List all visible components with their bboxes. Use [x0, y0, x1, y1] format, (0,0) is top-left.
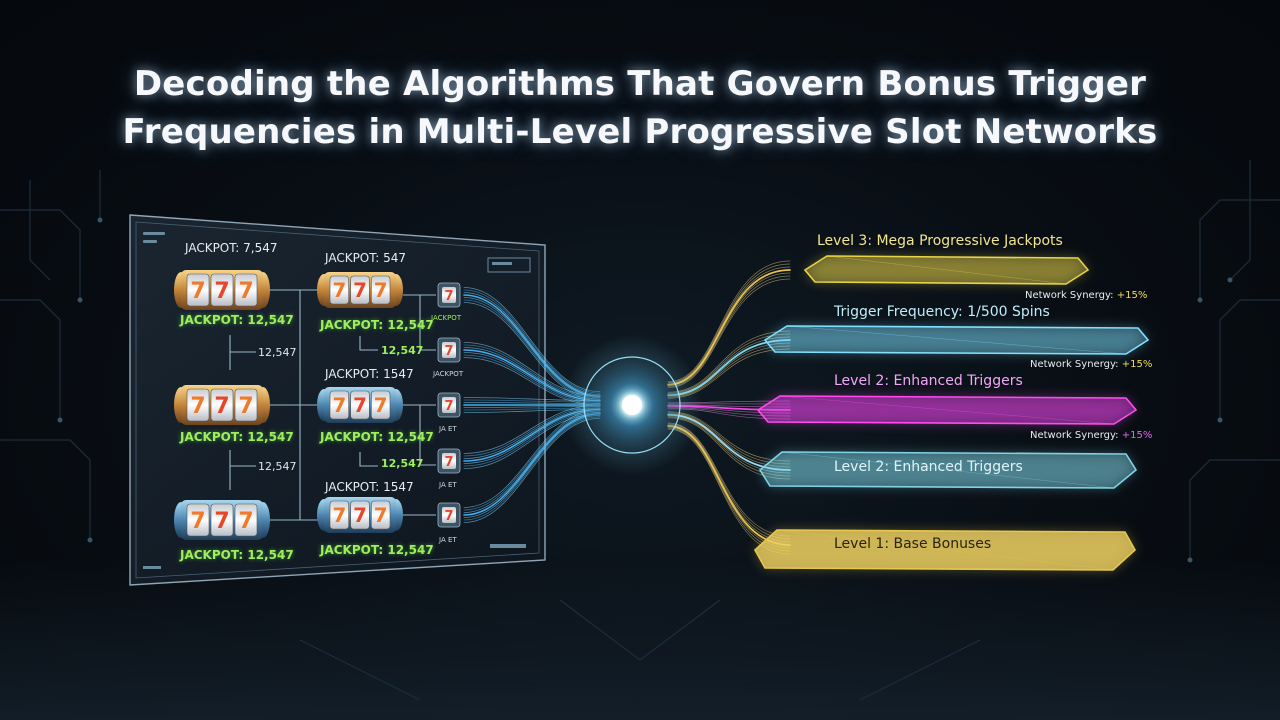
- trigger-frequency-label: Trigger Frequency: 1/500 Spins: [834, 304, 1050, 320]
- svg-text:7: 7: [444, 455, 453, 470]
- level-1-label: Level 1: Base Bonuses: [834, 536, 992, 552]
- svg-text:7: 7: [374, 394, 388, 417]
- svg-text:7: 7: [190, 509, 205, 534]
- connector-value-1: 12,547: [258, 346, 297, 359]
- level-2b-label: Level 2: Enhanced Triggers: [834, 459, 1023, 475]
- col2-row1-bottom-label: JACKPOT: 12,547: [320, 318, 434, 332]
- col3-label-4: JA ET: [439, 481, 457, 489]
- col2-row2-bottom-label: JACKPOT: 12,547: [320, 430, 434, 444]
- level-plate-5: [753, 529, 1137, 571]
- svg-text:7: 7: [238, 394, 253, 419]
- title-line-2: Frequencies in Multi-Level Progressive S…: [122, 112, 1158, 152]
- mini-slot-1: 7: [437, 282, 461, 308]
- svg-text:7: 7: [444, 289, 453, 304]
- col1-row1-bottom-label: JACKPOT: 12,547: [180, 313, 294, 327]
- svg-text:7: 7: [332, 504, 346, 527]
- title-line-1: Decoding the Algorithms That Govern Bonu…: [133, 64, 1147, 104]
- svg-text:7: 7: [190, 394, 205, 419]
- synergy-3: Network Synergy: +15%: [1030, 430, 1152, 441]
- level-plate-2: [763, 325, 1150, 355]
- svg-text:7: 7: [444, 344, 453, 359]
- level-3-label: Level 3: Mega Progressive Jackpots: [817, 233, 1063, 249]
- synergy-1-prefix: Network Synergy:: [1025, 290, 1114, 301]
- synergy-2: Network Synergy: +15%: [1030, 359, 1152, 370]
- panel-connectors: [229, 289, 436, 521]
- synergy-2-value: +15%: [1121, 359, 1153, 370]
- floor-reflection: [0, 560, 1280, 720]
- level-2a-label: Level 2: Enhanced Triggers: [834, 373, 1023, 389]
- panel-status-lights: [143, 232, 531, 569]
- svg-text:7: 7: [214, 509, 229, 534]
- svg-text:7: 7: [238, 279, 253, 304]
- svg-text:7: 7: [353, 504, 367, 527]
- synergy-3-prefix: Network Synergy:: [1030, 430, 1119, 441]
- mini-slot-5: 7: [437, 502, 461, 528]
- level-plate-1: [803, 255, 1090, 285]
- svg-text:7: 7: [444, 509, 453, 524]
- svg-text:7: 7: [444, 399, 453, 414]
- col3-label-5: JA ET: [439, 536, 457, 544]
- col2-row3-bottom-label: JACKPOT: 12,547: [320, 543, 434, 557]
- mini-slot-2: 7: [437, 337, 461, 363]
- svg-text:7: 7: [332, 394, 346, 417]
- connector-value-3: 12,547: [258, 460, 297, 473]
- mini-slot-4: 7: [437, 448, 461, 474]
- svg-text:7: 7: [374, 279, 388, 302]
- svg-text:7: 7: [374, 504, 388, 527]
- synergy-3-value: +15%: [1121, 430, 1153, 441]
- svg-text:7: 7: [214, 394, 229, 419]
- synergy-2-prefix: Network Synergy:: [1030, 359, 1119, 370]
- page-title: Decoding the Algorithms That Govern Bonu…: [0, 60, 1280, 156]
- col2-row3-top-label: JACKPOT: 1547: [325, 480, 414, 494]
- col1-row1-top-label: JACKPOT: 7,547: [185, 241, 278, 255]
- svg-text:7: 7: [353, 279, 367, 302]
- col3-label-2: JACKPOT: [433, 370, 464, 378]
- connector-value-2: 12,547: [381, 344, 424, 357]
- svg-text:7: 7: [238, 509, 253, 534]
- svg-text:7: 7: [190, 279, 205, 304]
- level-plate-3: [756, 395, 1138, 425]
- col2-row2-top-label: JACKPOT: 1547: [325, 367, 414, 381]
- svg-text:7: 7: [353, 394, 367, 417]
- level-plate-4: [758, 451, 1138, 489]
- col1-row2-bottom-label: JACKPOT: 12,547: [180, 430, 294, 444]
- svg-text:7: 7: [332, 279, 346, 302]
- col3-label-3: JA ET: [439, 425, 457, 433]
- synergy-1-value: +15%: [1116, 290, 1148, 301]
- svg-text:7: 7: [214, 279, 229, 304]
- col2-row1-top-label: JACKPOT: 547: [325, 251, 407, 265]
- mini-slot-3: 7: [437, 392, 461, 418]
- connector-value-4: 12,547: [381, 457, 424, 470]
- network-orb: [562, 335, 702, 475]
- background-circuit-nodes: [57, 217, 1233, 563]
- col1-row3-bottom-label: JACKPOT: 12,547: [180, 548, 294, 562]
- col3-label-1: JACKPOT: [431, 314, 462, 322]
- synergy-1: Network Synergy: +15%: [1025, 290, 1147, 301]
